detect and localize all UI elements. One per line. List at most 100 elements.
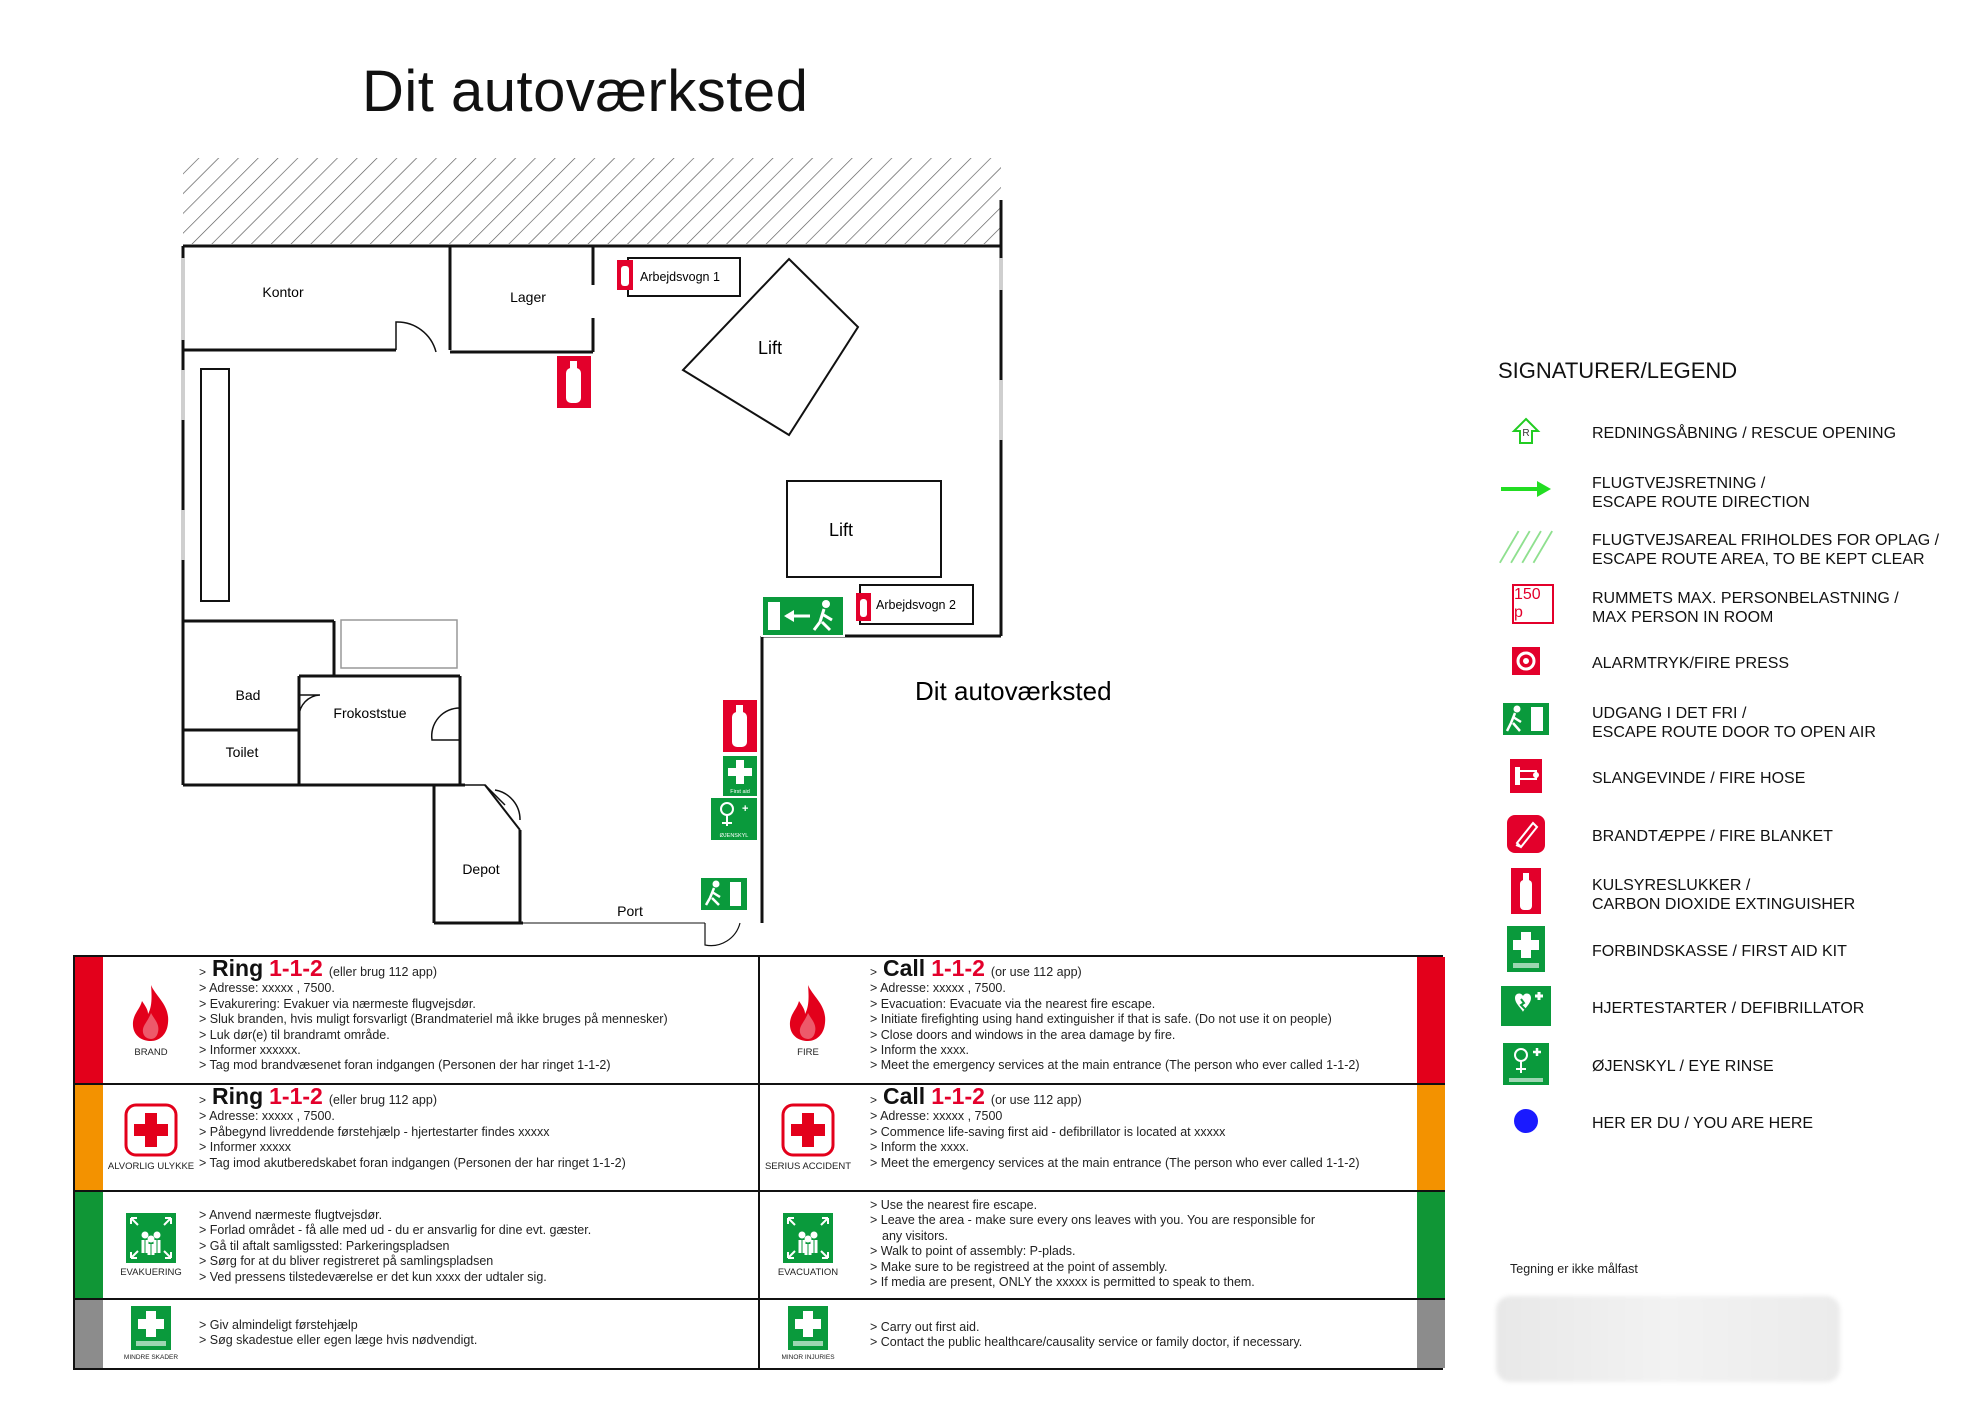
severity-bar (1417, 1192, 1445, 1298)
legend-icon-cell (1498, 983, 1554, 1029)
workshop-label: Dit autoværksted (915, 676, 1112, 706)
arbejdsvogn-2: Arbejdsvogn 2 (859, 584, 974, 625)
first-aid-label: First aid (730, 789, 750, 795)
emergency-icon-label: MINOR INJURIES (781, 1354, 835, 1361)
call-note: (or use 112 app) (990, 965, 1082, 979)
call-word: Call (883, 1085, 926, 1109)
legend-label: FLUGTVEJSAREAL FRIHOLDES FOR OPLAG /ESCA… (1592, 532, 1940, 568)
legend-item-first-aid-kit: FORBINDSKASSE / FIRST AID KIT (1498, 922, 1968, 980)
legend-icon-cell (1498, 523, 1554, 569)
instruction-line: > Use the nearest fire escape. (870, 1198, 1038, 1212)
you-are-here-icon (1514, 1109, 1538, 1133)
room-label-toilet: Toilet (226, 744, 259, 760)
legend-title: SIGNATURER/LEGEND (1498, 358, 1738, 383)
instruction-line: > Evakurering: Evakuer via nærmeste flug… (199, 996, 476, 1011)
legend-label: SLANGEVINDE / FIRE HOSE (1592, 770, 1806, 787)
fire-blanket-icon (1507, 814, 1545, 853)
instruction-line: > Close doors and windows in the area da… (870, 1027, 1176, 1042)
instruction-line: > Tag imod akutberedskabet foran indgang… (199, 1155, 626, 1170)
instruction-line: > Contact the public healthcare/causalit… (870, 1335, 1303, 1350)
instruction-line: > Adresse: xxxxx , 7500. (199, 981, 335, 996)
exit-door-icon (1503, 702, 1549, 735)
emergency-number: 1-1-2 (269, 1085, 323, 1109)
eye-rinse-icon: + ØJENSKYL (711, 798, 757, 840)
emergency-number: 1-1-2 (931, 957, 985, 981)
first-aid-kit-icon (1507, 925, 1545, 972)
emergency-number: 1-1-2 (931, 1085, 985, 1109)
fire-icon (789, 984, 826, 1041)
instruction-line: > Adresse: xxxxx , 7500. (199, 1109, 335, 1124)
instruction-line: > Luk dør(e) til brandramt område. (199, 1027, 390, 1042)
legend-icon-cell (1498, 696, 1554, 742)
severity-bar (75, 1192, 103, 1298)
legend-label: BRANDTÆPPE / FIRE BLANKET (1592, 827, 1833, 845)
emergency-text: > Giv almindeligt førstehjælp > Søg skad… (199, 1318, 750, 1349)
legend-icon-cell (1498, 811, 1554, 857)
severity-bar (75, 1300, 103, 1368)
room-depot (434, 783, 522, 923)
emergency-text: > Use the nearest fire escape. > Leave t… (870, 1198, 1409, 1290)
fire-alarm-icon (1512, 647, 1540, 675)
emergency-row-evacuation: EVAKUERING > Anvend nærmeste flugtvejsdø… (75, 1192, 758, 1300)
emergency-icon-cell: MINDRE SKADER (103, 1300, 199, 1368)
severity-bar (1417, 1300, 1445, 1368)
room-label-kontor: Kontor (262, 284, 304, 300)
first-aid-cross-icon (124, 1103, 178, 1157)
legend-icon-cell (1498, 1098, 1554, 1144)
emergency-icon-label: EVACUATION (777, 1266, 839, 1278)
room-label-frokoststue: Frokoststue (333, 705, 406, 721)
room-label-lager: Lager (510, 289, 546, 305)
call-word: Call (883, 957, 926, 981)
emergency-row-fire: FIRE > Call 1-1-2 (or use 112 app) > Adr… (760, 957, 1445, 1085)
first-aid-kit-icon (131, 1306, 171, 1350)
instruction-line: > Adresse: xxxxx , 7500 (870, 1109, 1003, 1124)
emergency-icon-cell: ALVORLIG ULYKKE (103, 1085, 199, 1190)
emergency-text: > Ring 1-1-2 (eller brug 112 app) > Adre… (199, 1085, 750, 1171)
call-note: (or use 112 app) (990, 1093, 1082, 1107)
emergency-icon-cell: FIRE (760, 957, 856, 1083)
lift-1-label: Lift (758, 338, 782, 358)
first-aid-kit-icon: First aid (723, 756, 757, 796)
legend-label: HER ER DU / YOU ARE HERE (1592, 1115, 1814, 1132)
first-aid-kit-icon (788, 1306, 828, 1350)
instruction-line: > Make sure to be registreed at the poin… (870, 1259, 1168, 1274)
emergency-number: 1-1-2 (269, 957, 323, 981)
instructions-danish: BRAND > Ring 1-1-2 (eller brug 112 app) … (75, 957, 760, 1368)
arbejdsvogn-1-label: Arbejdsvogn 1 (640, 270, 720, 284)
exit-door-icon (701, 878, 747, 910)
emergency-text: > Ring 1-1-2 (eller brug 112 app) > Adre… (199, 957, 750, 1074)
hatched-outdoor-area (183, 158, 1001, 244)
emergency-icon-label: FIRE (797, 1046, 819, 1058)
redacted-area (1496, 1296, 1840, 1382)
instruction-line: > Anvend nærmeste flugtvejsdør. (199, 1208, 383, 1222)
instruction-line: > Tag mod brandvæsenet foran indgangen (… (199, 1058, 611, 1073)
instruction-line: > Inform the xxxx. (870, 1043, 969, 1058)
emergency-icon-cell: EVACUATION (760, 1192, 856, 1298)
emergency-text: > Call 1-1-2 (or use 112 app) > Adresse:… (870, 1085, 1409, 1171)
windows (181, 258, 1003, 560)
emergency-row-serious-accident: ALVORLIG ULYKKE > Ring 1-1-2 (eller brug… (75, 1085, 758, 1192)
legend-icon-cell (1498, 466, 1554, 512)
fire-icon (132, 984, 169, 1041)
legend-icon-cell: R (1498, 408, 1554, 454)
instruction-line: > Commence life-saving first aid - defib… (870, 1124, 1226, 1139)
legend-item-fire-hose: SLANGEVINDE / FIRE HOSE (1498, 749, 1968, 807)
room-label-bad: Bad (236, 687, 261, 703)
legend-label: FLUGTVEJSRETNING /ESCAPE ROUTE DIRECTION (1592, 474, 1810, 511)
legend-item-eye-rinse: ØJENSKYL / EYE RINSE (1498, 1037, 1968, 1095)
lift-2: Lift (786, 480, 942, 578)
defibrillator-icon (1501, 986, 1551, 1026)
extinguisher-icon (856, 593, 871, 621)
legend-item-escape-area: FLUGTVEJSAREAL FRIHOLDES FOR OPLAG /ESCA… (1498, 519, 1968, 577)
emergency-icon-label: BRAND (134, 1046, 168, 1058)
assembly-point-icon (126, 1212, 176, 1263)
legend-icon-cell (1498, 638, 1554, 684)
legend-label: HJERTESTARTER / DEFIBRILLATOR (1592, 1000, 1865, 1017)
emergency-icon-cell: SERIUS ACCIDENT (760, 1085, 856, 1190)
legend-label: ØJENSKYL / EYE RINSE (1592, 1057, 1774, 1075)
emergency-icon-cell: MINOR INJURIES (760, 1300, 856, 1368)
instruction-line: > Gå til aftalt samligssted: Parkeringsp… (199, 1238, 450, 1253)
legend-label: REDNINGSÅBNING / RESCUE OPENING (1592, 425, 1897, 442)
instruction-line: > Carry out first aid. (870, 1320, 980, 1334)
call-note: (eller brug 112 app) (328, 965, 437, 979)
